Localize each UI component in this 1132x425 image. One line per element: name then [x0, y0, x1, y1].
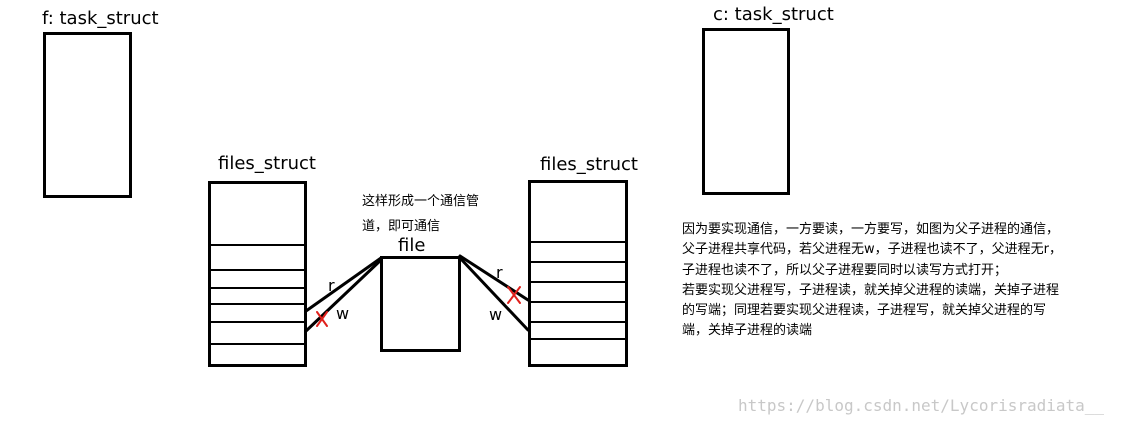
child-files-label: files_struct: [540, 154, 638, 175]
parent-write-line: [304, 258, 383, 333]
pipe-annotation-line: 道，即可通信: [362, 219, 441, 234]
child-files-row-divider: [531, 338, 625, 340]
child-task-box: [702, 28, 790, 195]
parent-files-row-divider: [211, 343, 304, 345]
explanation-line: 的写端；同理若要实现父进程读，子进程写，就关掉父进程的写: [682, 303, 1047, 319]
child-write-line: [458, 256, 530, 332]
explanation-note: 因为要实现通信，一方要读，一方要写，如图为父子进程的通信， 父子进程共享代码，若…: [682, 220, 1062, 342]
child-read-label: r: [496, 263, 503, 282]
parent-task-label: f: task_struct: [42, 8, 159, 29]
pipe-annotation: 这样形成一个通信管 道，即可通信: [362, 189, 479, 239]
parent-files-row-divider: [211, 244, 304, 246]
child-files-row-divider: [531, 301, 625, 303]
parent-files-row-divider: [211, 303, 304, 305]
child-files-row-divider: [531, 241, 625, 243]
child-files-row-divider: [531, 281, 625, 283]
watermark: https://blog.csdn.net/Lycorisradiata__: [738, 396, 1105, 415]
explanation-line: 因为要实现通信，一方要读，一方要写，如图为父子进程的通信，: [682, 222, 1060, 237]
explanation-line: 父子进程共享代码，若父进程无w，子进程也读不了，父进程无r，: [682, 242, 1062, 258]
parent-write-label: w: [336, 304, 350, 323]
explanation-line: 端，关掉子进程的读端: [682, 323, 813, 339]
parent-write-cross: [316, 311, 328, 327]
pipe-annotation-line: 这样形成一个通信管: [362, 194, 480, 209]
explanation-line: 子进程也读不了，所以父子进程要同时以读写方式打开；: [682, 262, 1008, 278]
parent-files-row-divider: [211, 287, 304, 289]
parent-read-label: r: [328, 276, 335, 295]
child-files-table: [528, 180, 628, 367]
file-box: [380, 256, 461, 352]
child-task-label: c: task_struct: [713, 4, 834, 25]
parent-task-box: [43, 32, 132, 198]
parent-files-label: files_struct: [218, 153, 316, 174]
file-label: file: [398, 235, 426, 256]
child-read-cross: [507, 286, 521, 304]
child-write-label: w: [489, 305, 503, 324]
parent-read-line: [304, 256, 383, 313]
parent-files-table: [208, 181, 307, 367]
parent-files-row-divider: [211, 321, 304, 323]
explanation-line: 若要实现父进程写，子进程读，就关掉父进程的读端，关掉子进程: [682, 282, 1060, 298]
child-files-row-divider: [531, 261, 625, 263]
child-files-row-divider: [531, 321, 625, 323]
parent-files-row-divider: [211, 269, 304, 271]
